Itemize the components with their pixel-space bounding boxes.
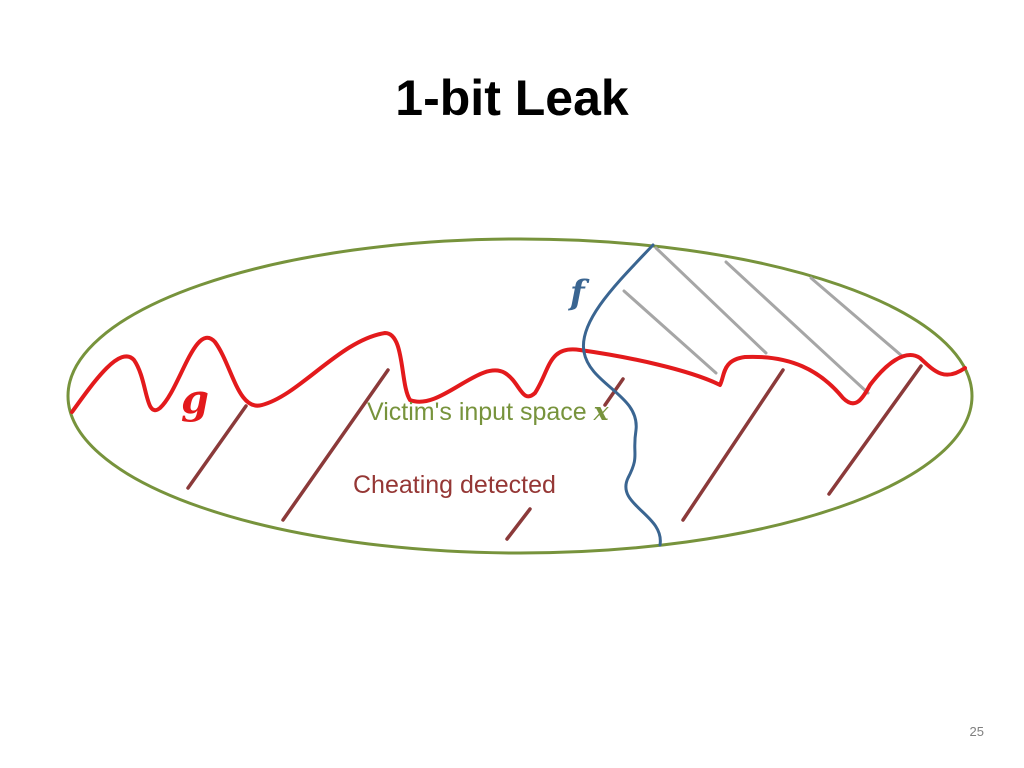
f-label: f bbox=[568, 273, 590, 313]
gray-hatch-line bbox=[622, 289, 718, 375]
page-number: 25 bbox=[969, 724, 984, 739]
brown-hatch-line bbox=[827, 364, 923, 496]
curve-f bbox=[581, 243, 662, 547]
gray-hatch-line bbox=[809, 276, 904, 358]
input-space-text: Victim's input space bbox=[367, 398, 594, 426]
gray-hatch-line bbox=[654, 246, 768, 355]
g-label: g bbox=[181, 376, 209, 423]
input-space-ellipse bbox=[66, 237, 974, 555]
input-space-label: Victim's input space x bbox=[367, 397, 610, 426]
input-space-var: x bbox=[593, 397, 610, 426]
curve-g bbox=[70, 331, 967, 414]
brown-hatch-line bbox=[281, 368, 390, 522]
brown-hatch-line bbox=[681, 368, 785, 522]
cheating-detected-hatching bbox=[186, 364, 923, 541]
cheating-detected-label: Cheating detected bbox=[353, 471, 556, 499]
brown-hatch-line bbox=[505, 507, 532, 541]
brown-hatch-line bbox=[186, 404, 248, 490]
f-region-hatching bbox=[622, 246, 904, 395]
slide-title: 1-bit Leak bbox=[395, 70, 629, 126]
gray-hatch-line bbox=[724, 260, 870, 395]
